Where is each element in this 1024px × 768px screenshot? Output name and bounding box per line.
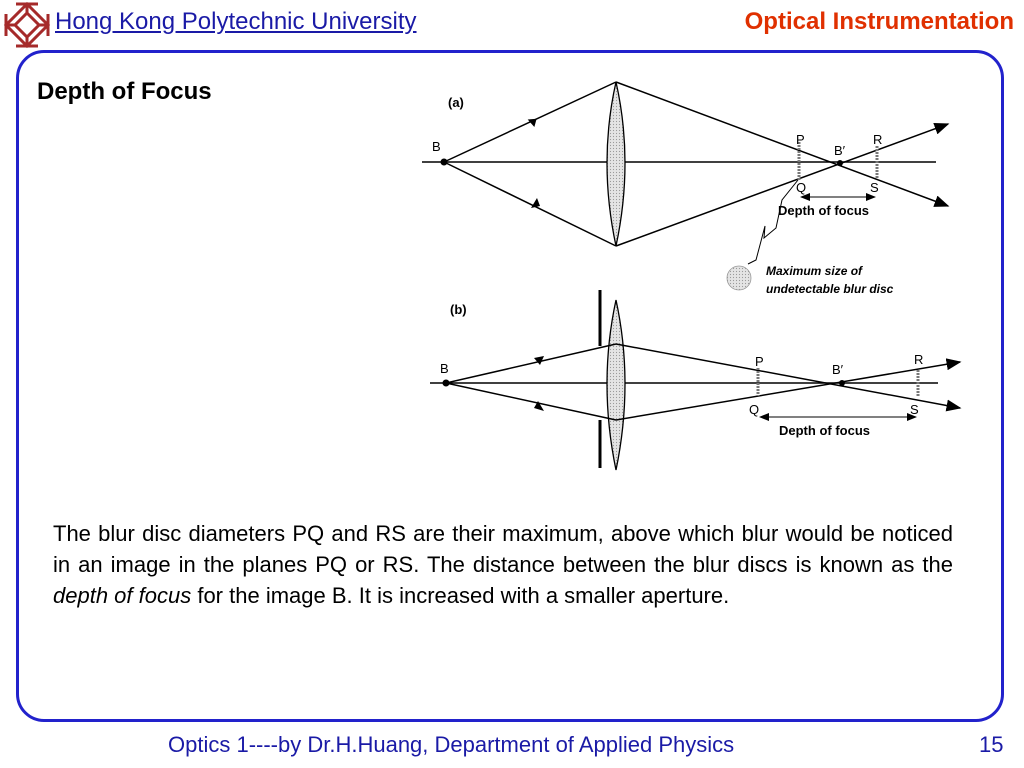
polyu-logo-icon [3,1,51,49]
university-name[interactable]: Hong Kong Polytechnic University [55,8,417,35]
panel-b-r-label: R [914,352,923,367]
panel-a-q-label: Q [796,180,806,195]
panel-a-image-point [837,160,843,166]
panel-a-object-point [440,158,448,166]
body-paragraph: The blur disc diameters PQ and RS are th… [53,518,953,611]
panel-b-image-point [839,380,845,386]
slide-title: Depth of Focus [37,78,212,105]
panel-b-q-label: Q [749,402,759,417]
panel-b-depth-label: Depth of focus [779,423,870,438]
panel-a-image-label: B′ [834,143,846,158]
panel-b-s-label: S [910,402,919,417]
depth-of-focus-diagram: (a) B B′ P Q R S Depth of focus [422,81,962,471]
blur-disc-label-line2: undetectable blur disc [766,282,894,296]
panel-b-object-label: B [440,361,449,376]
depth-of-focus-emphasis: depth of focus [53,583,192,608]
footer-credit: Optics 1----by Dr.H.Huang, Department of… [168,732,735,757]
page-number: 15 [979,732,1004,757]
panel-b-label: (b) [450,302,467,317]
panel-a-object-label: B [432,139,441,154]
blur-disc-icon [726,265,752,291]
panel-b-p-label: P [755,354,764,369]
panel-a-p-label: P [796,132,805,147]
panel-a-label: (a) [448,95,464,110]
content-frame [16,50,1004,722]
body-text-part1: The blur disc diameters PQ and RS are th… [53,521,953,577]
body-text-part2: for the image B. It is increased with a … [191,583,730,608]
panel-a: (a) B B′ P Q R S Depth of focus [422,81,950,296]
panel-b-object-point [442,379,450,387]
panel-a-lens [606,81,626,247]
panel-a-depth-label: Depth of focus [778,203,869,218]
panel-a-leader-line [747,179,799,265]
panel-b-lens [606,299,626,471]
blur-disc-label-line1: Maximum size of [766,264,863,278]
course-title: Optical Instrumentation [744,8,1014,35]
panel-a-s-label: S [870,180,879,195]
panel-b: (b) B B′ P Q R S Depth of focus [430,290,962,471]
panel-b-image-label: B′ [832,362,844,377]
panel-a-r-label: R [873,132,882,147]
